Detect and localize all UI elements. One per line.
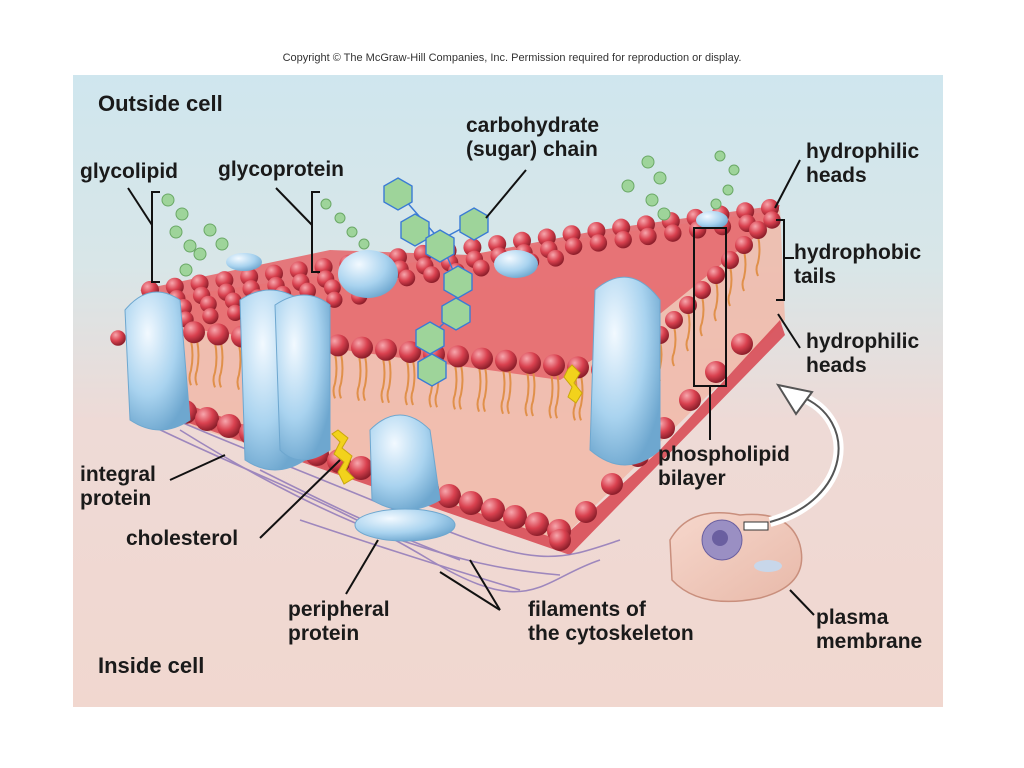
phospholipid-head	[721, 251, 739, 269]
integral-leader	[170, 455, 225, 480]
phospholipid-head	[207, 323, 229, 345]
phospholipid-head	[639, 228, 656, 245]
glycolipid-bracket	[152, 192, 160, 282]
phospholipid-head	[519, 352, 541, 374]
plasma-leader	[790, 590, 814, 615]
outside-cell-label: Outside cell	[98, 92, 223, 116]
carbohydrate-leader	[486, 170, 526, 218]
phospholipid-head	[375, 339, 397, 361]
phospholipid-head	[547, 250, 564, 267]
phospholipid-head	[731, 333, 753, 355]
phospholipid-head	[202, 308, 218, 324]
phospholipid-head	[679, 389, 701, 411]
filaments-leader-a	[440, 572, 500, 610]
phospholipid-head	[195, 407, 219, 431]
phospholipid-head	[601, 473, 623, 495]
integral-protein-channel	[240, 290, 330, 470]
phospholipid-head	[749, 221, 767, 239]
plasma-membrane-cell	[670, 513, 802, 602]
glycoprotein-leader	[276, 188, 312, 225]
phospholipid-head	[398, 270, 415, 287]
phospholipid-head	[575, 501, 597, 523]
glycoprotein-label: glycoprotein	[218, 158, 344, 182]
phospholipid-head	[615, 231, 632, 248]
hydrophilic-top-leader	[775, 160, 800, 208]
phospholipid-head	[351, 337, 373, 359]
phospholipid-head	[503, 505, 527, 529]
plasma-membrane-label: plasma membrane	[816, 606, 922, 654]
phospholipid-head	[735, 236, 753, 254]
phospholipid-head	[481, 498, 505, 522]
phospholipid-head	[423, 266, 440, 283]
filaments-leader-b	[470, 560, 500, 610]
phospholipid-head	[543, 354, 565, 376]
integral-protein-label: integral protein	[80, 463, 156, 511]
phospholipid-head	[447, 345, 469, 367]
carbohydrate-label: carbohydrate (sugar) chain	[466, 114, 599, 162]
phospholipid-head	[590, 234, 607, 251]
peripheral-leader	[346, 540, 378, 594]
hydrophilic-heads-bottom-label: hydrophilic heads	[806, 330, 919, 378]
phospholipid-head	[665, 311, 683, 329]
phospholipid-head	[437, 484, 461, 508]
hydrophilic-heads-top-label: hydrophilic heads	[806, 140, 919, 188]
phospholipid-head	[664, 224, 681, 241]
phospholipid-head	[565, 238, 582, 255]
phospholipid-bilayer-label: phospholipid bilayer	[658, 443, 790, 491]
phospholipid-head	[110, 330, 126, 346]
phospholipid-head	[549, 529, 571, 551]
glycolipid-label: glycolipid	[80, 160, 178, 184]
integral-protein-right	[590, 277, 660, 465]
phospholipid-head	[525, 512, 549, 536]
phospholipid-head	[495, 350, 517, 372]
phospholipid-head	[183, 321, 205, 343]
phospholipid-head	[459, 491, 483, 515]
integral-protein-left	[125, 292, 190, 430]
phospholipid-head	[473, 260, 490, 277]
hydrophobic-tails-label: hydrophobic tails	[794, 241, 921, 289]
cholesterol-label: cholesterol	[126, 527, 238, 551]
phospholipid-head	[707, 266, 725, 284]
phospholipid-head	[693, 281, 711, 299]
phospholipid-head	[471, 348, 493, 370]
glycolipid-leader	[128, 188, 152, 225]
inside-cell-label: Inside cell	[98, 654, 204, 678]
phospholipid-head	[705, 361, 727, 383]
phospholipid-head	[217, 414, 241, 438]
peripheral-protein-label: peripheral protein	[288, 598, 390, 646]
cytoskeleton-filaments-label: filaments of the cytoskeleton	[528, 598, 694, 646]
